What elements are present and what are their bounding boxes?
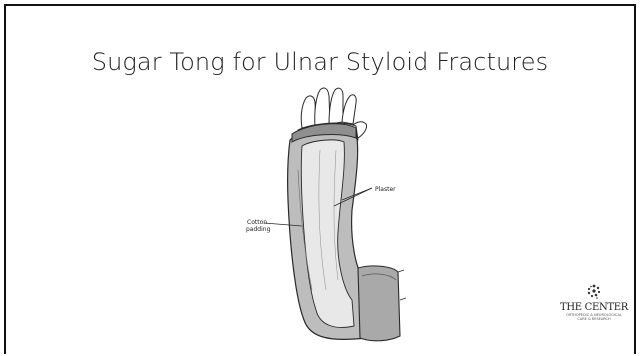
logo-name: THE CENTER xyxy=(552,302,636,313)
the-center-logo: THE CENTER ORTHOPEDIC & NEUROLOGICAL CAR… xyxy=(552,283,636,325)
elbow-wrap xyxy=(358,266,406,341)
swirl-logo-icon xyxy=(584,283,604,301)
logo-tagline-line2: CARE & RESEARCH xyxy=(552,317,636,321)
forearm-splint xyxy=(288,124,366,340)
cotton-label-line1: Cotton xyxy=(247,219,267,226)
cotton-label-line2: padding xyxy=(246,226,271,233)
elbow-wrap-band xyxy=(358,266,400,341)
plaster-label: Plaster xyxy=(375,186,396,193)
